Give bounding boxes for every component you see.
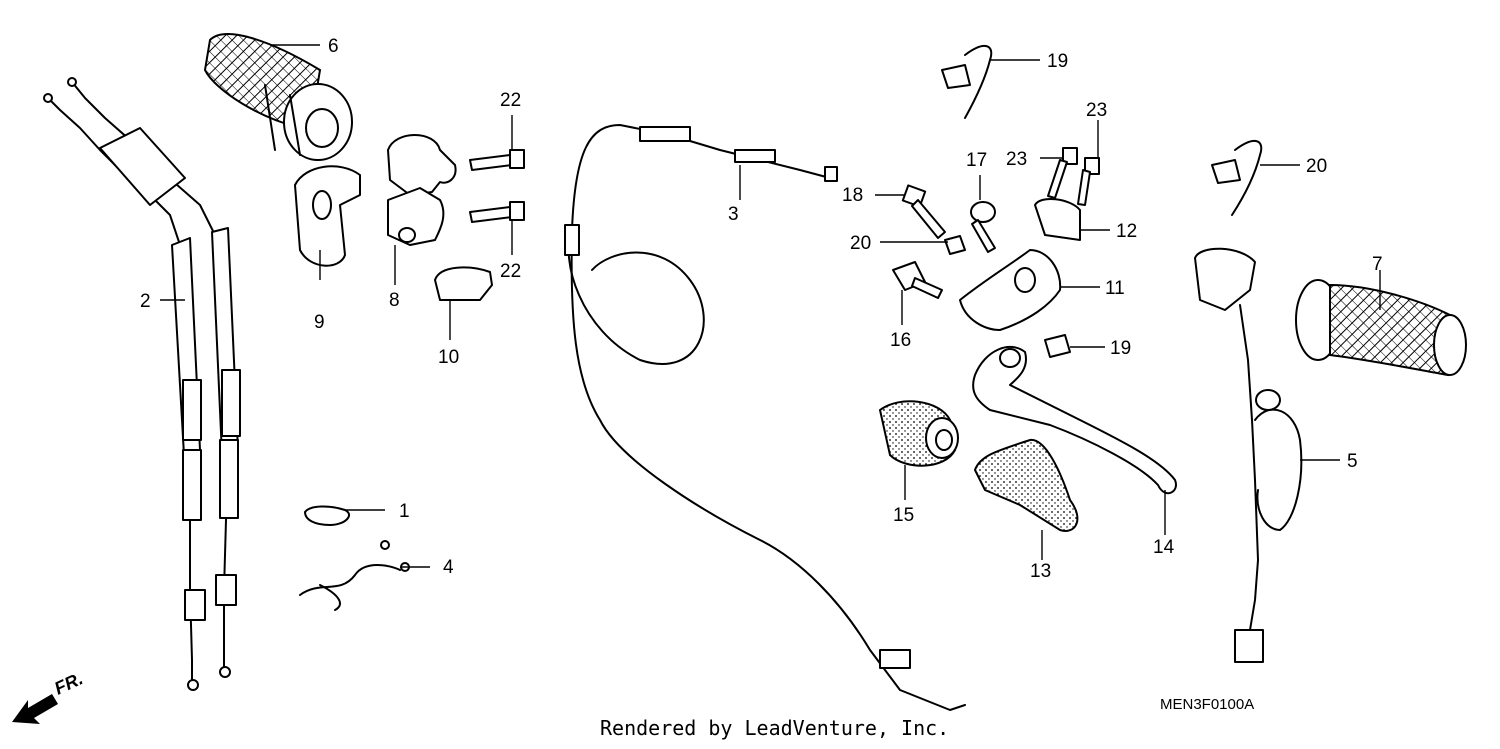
- left-grip-part: [1295, 279, 1467, 377]
- callout-7: 7: [1372, 254, 1383, 275]
- callout-12: 12: [1116, 221, 1137, 242]
- callout-22b: 22: [500, 261, 521, 282]
- cable-tie-part: [941, 45, 1263, 216]
- leader-lines: [160, 44, 1381, 568]
- callout-19: 19: [1110, 338, 1131, 359]
- throttle-housing-cover-part: [294, 165, 361, 267]
- engine-stop-switch-part: [1194, 247, 1303, 663]
- cable-clip-part: [299, 505, 410, 611]
- lever-cover-part: [973, 438, 1079, 532]
- callout-13: 13: [1030, 561, 1051, 582]
- bolt-part: [469, 149, 525, 223]
- callout-21: 20: [850, 233, 871, 254]
- callout-23a: 23: [1006, 149, 1027, 170]
- direction-label: FR.: [51, 668, 86, 698]
- throttle-housing-part: [387, 134, 457, 246]
- callout-17: 17: [966, 150, 987, 171]
- callout-5: 5: [1347, 451, 1358, 472]
- callout-labels: 2 6 9 8 22 22 10 1 4 3 18 20 17 19 23 23…: [140, 36, 1383, 582]
- clutch-lever-part: [972, 346, 1177, 495]
- callout-20a: 19: [1047, 51, 1068, 72]
- callout-11: 11: [1105, 278, 1125, 299]
- callout-2: 2: [140, 291, 151, 312]
- callout-15: 15: [893, 505, 914, 526]
- fastener-part: [892, 184, 1071, 358]
- credit-text: Rendered by LeadVenture, Inc.: [600, 716, 950, 740]
- callout-1: 1: [399, 501, 410, 522]
- throttle-cable-part: [43, 77, 241, 691]
- front-direction-indicator: FR.: [12, 668, 86, 724]
- callout-22a: 22: [500, 90, 521, 111]
- callout-8: 8: [389, 290, 400, 311]
- callout-18: 18: [842, 185, 863, 206]
- callout-23b: 23: [1086, 100, 1107, 121]
- callout-10: 10: [438, 347, 459, 368]
- cap-part: [434, 266, 493, 301]
- callout-6: 6: [328, 36, 339, 57]
- diagram-code: MEN3F0100A: [1160, 696, 1255, 713]
- throttle-grip-part: [203, 33, 353, 161]
- callout-14: 14: [1153, 537, 1175, 558]
- callout-4: 4: [443, 557, 454, 578]
- callout-9: 9: [314, 312, 325, 333]
- lever-bracket-part: [1034, 147, 1100, 241]
- callout-16: 16: [890, 330, 911, 351]
- callout-3: 3: [728, 204, 739, 225]
- arrow-icon: [12, 694, 58, 724]
- callout-20b: 20: [1306, 156, 1327, 177]
- adjuster-part: [878, 400, 959, 467]
- clutch-cable-part: [564, 124, 966, 711]
- lever-holder-part: [959, 249, 1062, 331]
